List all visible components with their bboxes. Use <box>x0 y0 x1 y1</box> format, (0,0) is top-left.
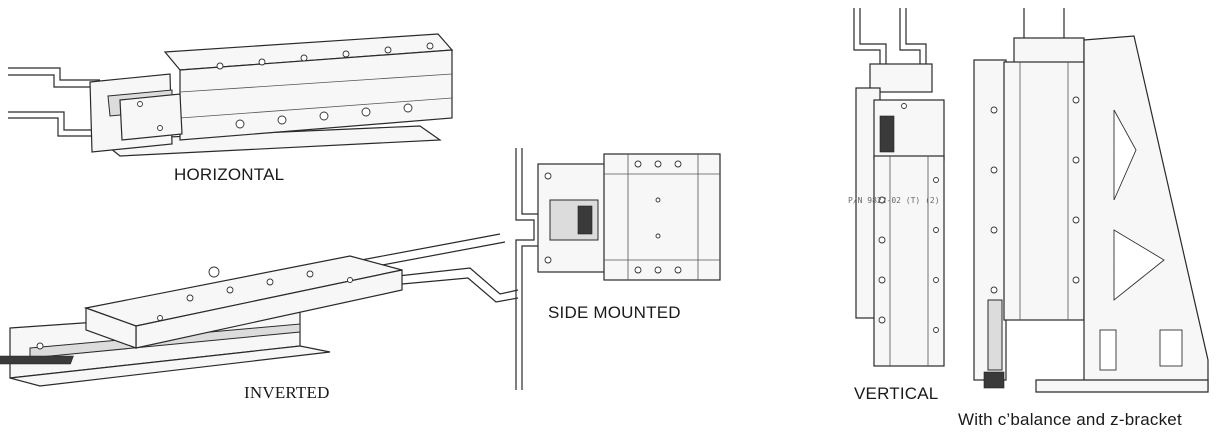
inverted-stage-drawing <box>0 233 519 387</box>
part-number-label: P/N 9822-02 (T) (2) <box>848 196 940 205</box>
vertical-stage-drawing <box>853 8 945 367</box>
counterbalance-z-bracket-drawing <box>973 8 1209 393</box>
side-mounted-drawing <box>515 148 721 390</box>
counterbalance-caption: With c’balance and z-bracket <box>958 410 1182 429</box>
inverted-caption: INVERTED <box>244 383 330 402</box>
vertical-caption: VERTICAL <box>854 384 939 403</box>
horizontal-stage-drawing <box>8 33 454 157</box>
side-mounted-caption: SIDE MOUNTED <box>548 303 681 322</box>
horizontal-caption: HORIZONTAL <box>174 165 285 184</box>
